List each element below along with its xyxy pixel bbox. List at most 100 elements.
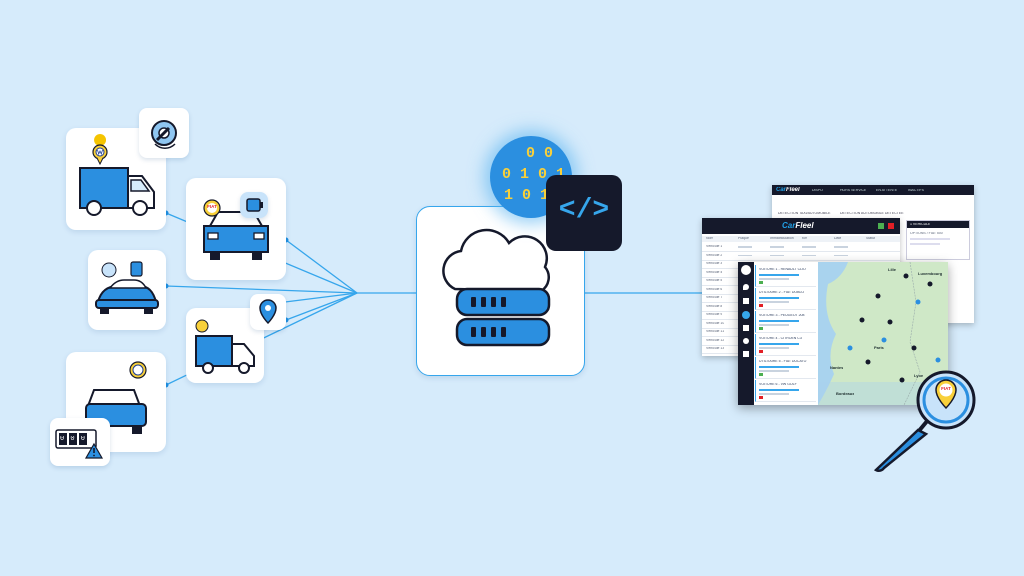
back-topbar: CarFleel DISPO HORS SERVICE EN ATTENTE I… [772, 185, 974, 195]
service-badge [139, 108, 189, 158]
table-cell-value [802, 246, 816, 248]
status-badge [759, 373, 763, 376]
magnifier: FIAT [866, 364, 982, 474]
table-cell-value [770, 254, 784, 256]
location-pin-icon [259, 299, 277, 325]
sports-car-icon [95, 261, 159, 314]
vehicle-name: UTILITAIRE 5 - FIAT DUCATO [759, 360, 807, 363]
table-cell-value [770, 246, 784, 248]
connector-location [284, 292, 358, 303]
list-item[interactable]: VOITURE 6 - VW GOLF [755, 380, 816, 402]
van-icon [79, 134, 155, 216]
vehicle-name: VOITURE 6 - VW GOLF [759, 383, 797, 386]
table-cell-value [738, 254, 752, 256]
france-map [818, 262, 948, 405]
middle-table-header: Nom Plaque Immatriculation Km Date Statut [702, 236, 900, 242]
odometer-badge: 0 0 0 [50, 418, 110, 466]
list-item[interactable]: UTILITAIRE 5 - FIAT DUCATO [755, 357, 816, 379]
vehicle-name: VOITURE 3 - PEUGEOT 208 [759, 314, 805, 317]
map-city-luxembourg: Luxembourg [918, 272, 943, 276]
back-head-2: DÉTECTION AUTOMOBILE DÉTECTÉE [840, 212, 904, 215]
status-badge [759, 327, 763, 330]
back-popup-title: 1 VÉHICULE [910, 222, 931, 226]
table-cell-name: Véhicule 9 [706, 313, 723, 316]
car-icon [85, 361, 147, 434]
vehicle-name: UTILITAIRE 2 - FIAT DOBLO [759, 291, 805, 294]
truck-icon [195, 319, 255, 374]
wrench-gear-icon [151, 120, 177, 149]
middle-col-header: Km [802, 237, 808, 240]
table-cell-value [802, 254, 816, 256]
sports-car-card [88, 250, 166, 330]
table-cell-name: Véhicule 1 [706, 245, 723, 248]
code-icon: </> [558, 197, 610, 225]
map-city-lyon: Lyon [914, 374, 924, 378]
connector-fiat-car [285, 239, 358, 294]
list-item[interactable]: VOITURE 4 - CITROËN C3 [755, 334, 816, 356]
list-item[interactable]: UTILITAIRE 2 - FIAT DOBLO [755, 288, 816, 310]
vw-car-card [66, 352, 166, 452]
binary-row-3: 1 0 1 [504, 188, 550, 203]
table-cell-name: Véhicule 3 [706, 262, 723, 265]
map-city-nantes: Nantes [830, 366, 844, 370]
table-cell-name: Véhicule 8 [706, 304, 723, 308]
middle-col-header: Immatriculation [770, 237, 794, 240]
back-popup: 1 VÉHICULE OPTIONS / FIAT 500 [906, 220, 970, 260]
middle-topbar: CarFleel [702, 218, 900, 234]
magnifier-fiat-logo: FIAT [941, 387, 951, 391]
map-city-paris: Paris [874, 346, 884, 350]
middle-col-header: Date [834, 237, 842, 240]
table-cell-name: Véhicule 13 [706, 347, 725, 350]
middle-col-header: Statut [866, 237, 876, 240]
fuel-badge [240, 192, 268, 218]
list-item[interactable]: VOITURE 1 - RENAULT CLIO [755, 265, 816, 287]
table-cell-name: Véhicule 12 [706, 338, 725, 342]
middle-app-title: CarFleel [782, 222, 814, 230]
back-app-title: CarFleel [776, 187, 800, 193]
battery-icon [246, 198, 263, 212]
vehicle-name: VOITURE 4 - CITROËN C3 [759, 337, 802, 340]
front-vehicle-list: VOITURE 1 - RENAULT CLIO UTILITAIRE 2 - F… [755, 265, 817, 405]
binary-row-1: 0 0 [526, 146, 554, 161]
table-cell-value [738, 246, 752, 248]
table-cell-name: Véhicule 4 [706, 270, 723, 274]
status-badge [759, 304, 763, 307]
table-cell-value [834, 254, 848, 256]
fiat-car-card: FIAT [186, 178, 286, 280]
table-cell-name: Véhicule 5 [706, 279, 723, 282]
van-card [66, 128, 166, 230]
back-head-1: DÉTECTION TAXI/AUTOMOBILE [778, 212, 831, 215]
magnifier-icon [873, 370, 976, 472]
connector-truck [285, 292, 358, 321]
back-tab-4[interactable]: INACTIFS [908, 188, 924, 192]
middle-col-header: Plaque [738, 237, 749, 240]
vehicle-name: VOITURE 1 - RENAULT CLIO [759, 268, 806, 271]
odometer-icon [55, 429, 104, 459]
back-popup-line: OPTIONS / FIAT 500 [910, 232, 943, 235]
map-city-bordeaux: Bordeaux [836, 392, 855, 396]
map-city-lille: Lille [888, 268, 897, 272]
location-badge [250, 294, 286, 330]
cloud-server-card [416, 206, 585, 376]
status-badge [759, 350, 763, 353]
code-badge: </> [546, 175, 622, 251]
table-cell-name: Véhicule 7 [706, 296, 723, 299]
back-tab-1[interactable]: DISPO [812, 188, 823, 192]
table-cell-name: Véhicule 2 [706, 253, 723, 257]
table-cell-value [834, 246, 848, 248]
car-icon [203, 199, 269, 260]
fiat-brand-logo: FIAT [207, 205, 217, 209]
middle-col-header: Nom [706, 237, 714, 240]
table-row[interactable]: Véhicule 1 [702, 243, 900, 252]
table-cell-name: Véhicule 6 [706, 287, 723, 291]
back-tab-3[interactable]: EN ATTENTE [876, 188, 898, 192]
connector-sports-car [165, 285, 358, 294]
status-badge [759, 281, 763, 284]
status-badge [759, 396, 763, 399]
table-cell-name: Véhicule 11 [706, 330, 725, 333]
list-item[interactable]: VOITURE 3 - PEUGEOT 208 [755, 311, 816, 333]
back-tab-2[interactable]: HORS SERVICE [840, 188, 867, 192]
table-row[interactable]: Véhicule 2 [702, 252, 900, 261]
dashboard-front-window: VOITURE 1 - RENAULT CLIO UTILITAIRE 2 - F… [738, 262, 948, 405]
